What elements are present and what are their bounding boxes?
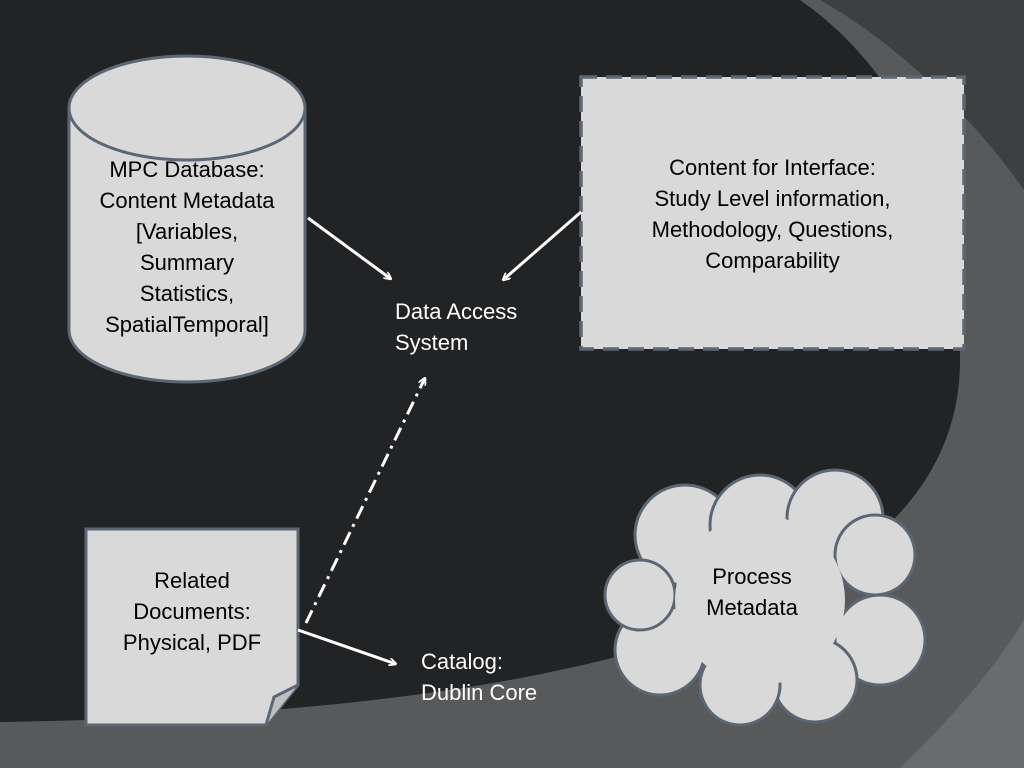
- corner-accent-bottom: [900, 620, 1024, 768]
- edge-interface-to-data-access: [503, 210, 582, 280]
- corner-accent-top: [820, 0, 1024, 190]
- interface-content-label: Content for Interface: Study Level infor…: [651, 155, 894, 273]
- edge-database-to-data-access: [307, 216, 391, 279]
- data-access-label: Data Access System: [395, 299, 518, 355]
- related-docs-note[interactable]: [84, 527, 300, 727]
- database-cylinder[interactable]: [67, 54, 307, 384]
- edge-docs-to-data-access: [304, 378, 427, 624]
- related-docs-label: Related Documents: Physical, PDF: [122, 568, 262, 655]
- process-metadata-label: Process Metadata: [706, 564, 798, 620]
- edge-docs-to-catalog: [297, 628, 396, 664]
- interface-content-box[interactable]: [579, 75, 966, 351]
- database-label: MPC Database: Content Metadata [Variable…: [99, 157, 275, 337]
- process-metadata-cloud[interactable]: [603, 468, 927, 727]
- catalog-label: Catalog: Dublin Core: [421, 649, 538, 705]
